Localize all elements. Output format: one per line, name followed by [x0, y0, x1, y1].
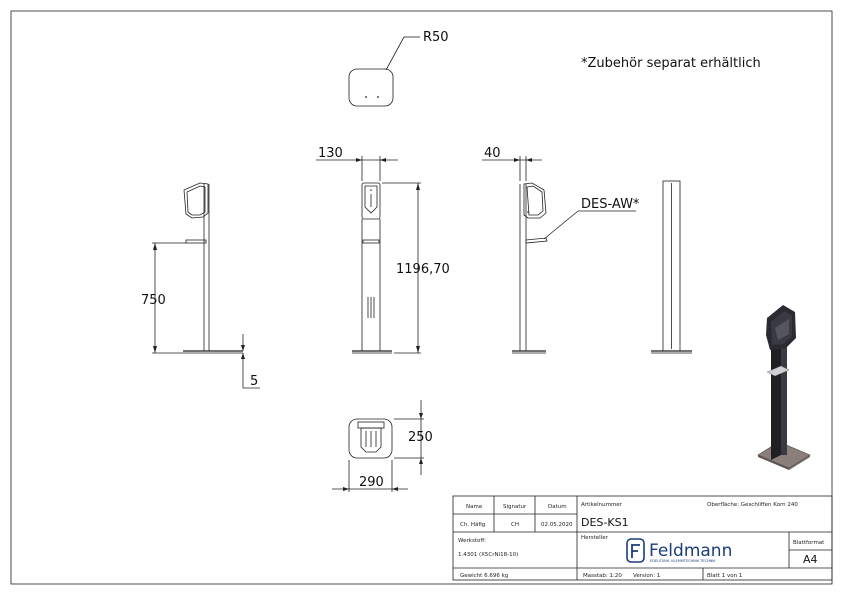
sheet-border: [10, 10, 833, 585]
tb-artikelnummer-label: Artikelnummer: [581, 502, 623, 508]
front-view: [352, 182, 392, 354]
side-view-left: [183, 182, 243, 354]
dim-290-label: 290: [359, 475, 384, 490]
feldmann-logo: Feldmann EDELSTAHL KLEMMTECHNIK TECHNIK: [626, 538, 732, 563]
dim-40-label: 40: [484, 146, 501, 161]
tb-masstab: Masstab: 1:20: [583, 573, 622, 579]
dim-1196: [382, 182, 421, 354]
tb-artikelnummer: DES-KS1: [581, 516, 629, 529]
tb-blattformat-label: Blattformat: [793, 540, 825, 546]
dim-1196-label: 1196,70: [396, 262, 450, 277]
accessory-note: *Zubehör separat erhältlich: [581, 56, 761, 71]
tb-gewicht: Gewicht 6.696 kg: [460, 573, 508, 579]
tb-datum: 02.05.2020: [541, 522, 573, 528]
des-aw-label: DES-AW*: [581, 197, 640, 212]
dim-750-label: 750: [141, 293, 166, 308]
dim-5: [241, 334, 260, 389]
dim-5-label: 5: [250, 374, 258, 389]
title-block: [452, 495, 833, 581]
tb-hersteller-label: Hersteller: [581, 535, 609, 541]
tb-header-datum: Datum: [548, 504, 567, 510]
tb-blattformat: A4: [803, 553, 818, 566]
tb-header-name: Name: [466, 504, 483, 510]
tb-werkstoff-label: Werkstoff:: [458, 538, 486, 544]
logo-text: Feldmann: [649, 541, 732, 561]
logo-subtext: EDELSTAHL KLEMMTECHNIK TECHNIK: [650, 559, 716, 563]
dim-250: [394, 400, 424, 475]
base-top-view: [348, 418, 393, 459]
dim-750: [152, 242, 186, 354]
dim-250-label: 250: [408, 430, 433, 445]
tb-header-signatur: Signatur: [503, 504, 527, 510]
back-view: [651, 180, 692, 354]
top-view-plate: [348, 36, 420, 107]
tb-version: Version: 1: [633, 573, 660, 579]
dim-130-label: 130: [318, 146, 343, 161]
tb-name: Ch. Häfig: [460, 522, 485, 528]
tb-werkstoff-value: 1.4301 (X5CrNi18-10): [458, 552, 518, 558]
dim-290: [332, 460, 408, 492]
des-aw-leader: [543, 210, 636, 240]
isometric-render: [757, 305, 811, 470]
side-view-right: [512, 182, 548, 354]
tb-signatur: CH: [511, 522, 519, 528]
dim-40: [482, 156, 542, 181]
tb-blatt: Blatt 1 von 1: [707, 573, 742, 579]
tb-oberflaeche: Oberfläche: Geschliffen Korn 240: [707, 502, 798, 508]
dim-130: [316, 156, 398, 181]
radius-label: R50: [423, 30, 449, 45]
